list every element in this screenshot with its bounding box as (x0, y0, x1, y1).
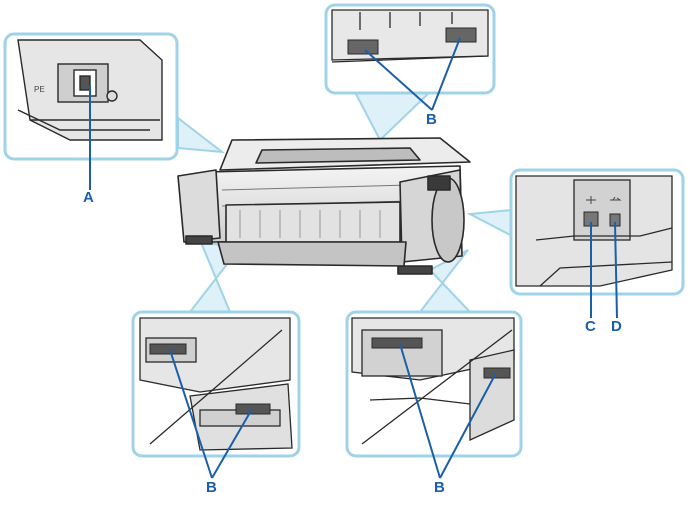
inset-top-b (324, 3, 496, 95)
printer-main (177, 137, 471, 275)
printer-output-tray (225, 201, 401, 243)
inset-bottom-left-b (131, 310, 301, 458)
wedge-right (466, 208, 513, 238)
leader-b-right-2 (439, 372, 497, 479)
hole-b-right-2 (483, 367, 511, 379)
printer-paper-slot (255, 147, 421, 164)
printer-control-panel (427, 175, 451, 191)
leader-d (614, 221, 618, 319)
wedge-left-top (177, 115, 226, 154)
callout-c: C (585, 318, 596, 335)
hole-b-right-1 (371, 337, 423, 349)
hole-b-left-2 (235, 403, 271, 415)
callout-b-top: B (426, 111, 437, 128)
inset-bottom-right-b (345, 310, 523, 458)
leader-b-left-2 (211, 408, 253, 479)
leader-b-top-1 (364, 49, 433, 111)
hole-b-top-left (347, 39, 379, 55)
callout-b-left: B (206, 479, 217, 496)
callout-a: A (83, 189, 94, 206)
printer-left-foot (185, 235, 213, 245)
connector-wedges (177, 91, 513, 313)
leader-b-top-2 (431, 37, 461, 111)
callout-d: D (611, 318, 622, 335)
leader-b-left-1 (169, 349, 213, 479)
inset-ports (509, 168, 685, 296)
printer-base (217, 241, 407, 267)
printer-right-foot (397, 265, 433, 275)
model-mark: PE (34, 85, 45, 94)
hole-b-left-1 (149, 343, 187, 355)
leader-b-right-1 (399, 343, 441, 479)
callout-b-right: B (434, 479, 445, 496)
printer-left-side (177, 169, 221, 243)
hole-b-top-right (445, 27, 477, 43)
